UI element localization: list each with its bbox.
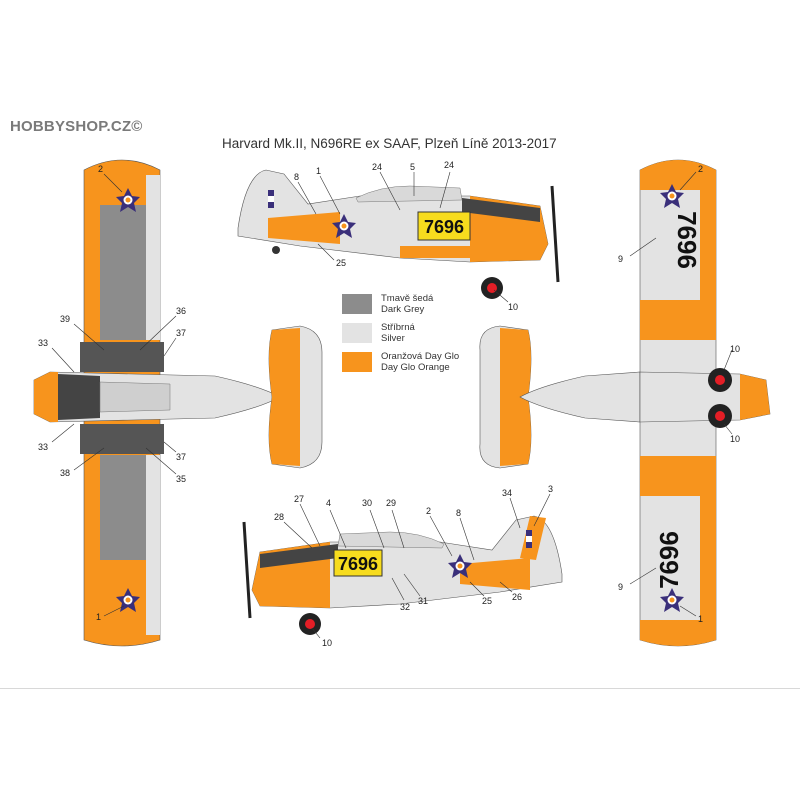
- callout-27: 27: [294, 494, 304, 504]
- callout-30: 30: [362, 498, 372, 508]
- legend-label-en: Dark Grey: [381, 304, 425, 315]
- wing-code-top: 7696: [672, 211, 702, 269]
- callout-25: 25: [336, 258, 346, 268]
- callout-8: 8: [294, 172, 299, 182]
- callout-35: 35: [176, 474, 186, 484]
- callout-39: 39: [60, 314, 70, 324]
- callout-1: 1: [698, 614, 703, 624]
- callout-36: 36: [176, 306, 186, 316]
- callout-9: 9: [618, 254, 623, 264]
- legend-label-cz: Oranžová Day Glo: [381, 351, 460, 362]
- callout-24: 24: [372, 162, 382, 172]
- legend-label-en: Silver: [381, 333, 405, 344]
- callout-33: 33: [38, 442, 48, 452]
- callout-10: 10: [322, 638, 332, 648]
- callout-2: 2: [698, 164, 703, 174]
- legend-swatch: [342, 294, 372, 314]
- callout-1: 1: [96, 612, 101, 622]
- side-view-right: 7696 27 28 4 30 29 2 8 3: [242, 484, 563, 648]
- callout-3: 3: [548, 484, 553, 494]
- callout-34: 34: [502, 488, 512, 498]
- callout-28: 28: [274, 512, 284, 522]
- legend-label-en: Day Glo Orange: [381, 362, 450, 373]
- callout-8: 8: [456, 508, 461, 518]
- legend-label-cz: Tmavě šedá: [381, 293, 434, 304]
- callout-26: 26: [512, 592, 522, 602]
- callout-38: 38: [60, 468, 70, 478]
- callout-10: 10: [508, 302, 518, 312]
- fuselage-code: 7696: [338, 554, 378, 574]
- callout-10: 10: [730, 434, 740, 444]
- callout-5: 5: [410, 162, 415, 172]
- callout-2: 2: [98, 164, 103, 174]
- callout-10: 10: [730, 344, 740, 354]
- legend-swatch: [342, 323, 372, 343]
- page-title: Harvard Mk.II, N696RE ex SAAF, Plzeň Lín…: [222, 136, 557, 151]
- callout-29: 29: [386, 498, 396, 508]
- lower-plan-view: 7696 7696 2 9 10 10 9 1: [618, 159, 771, 647]
- callout-33: 33: [38, 338, 48, 348]
- callout-25: 25: [482, 596, 492, 606]
- callout-4: 4: [326, 498, 331, 508]
- side-view-left: 7696 1 8 24 5 24 25 10: [237, 160, 560, 312]
- callout-9: 9: [618, 582, 623, 592]
- callout-2: 2: [426, 506, 431, 516]
- upper-plan-view: 2 39 36 37 33 33 38 35 37 1: [33, 159, 323, 647]
- lower-fuselage-view: [479, 325, 641, 469]
- legend-label-cz: Stříbrná: [381, 322, 415, 333]
- callout-24: 24: [444, 160, 454, 170]
- legend-item-orange: Oranžová Day Glo Day Glo Orange: [342, 350, 459, 374]
- callout-37: 37: [176, 452, 186, 462]
- callout-37: 37: [176, 328, 186, 338]
- callout-32: 32: [400, 602, 410, 612]
- legend-swatch: [342, 352, 372, 372]
- legend-item-dark-grey: Tmavě šedá Dark Grey: [342, 292, 459, 316]
- wing-code-bottom: 7696: [654, 531, 684, 589]
- brand-logo-text: HOBBYSHOP.CZ©: [10, 118, 143, 135]
- bottom-divider: [0, 688, 800, 689]
- fuselage-code: 7696: [424, 217, 464, 237]
- callout-1: 1: [316, 166, 321, 176]
- callout-31: 31: [418, 596, 428, 606]
- legend-item-silver: Stříbrná Silver: [342, 321, 459, 345]
- color-legend: Tmavě šedá Dark Grey Stříbrná Silver Ora…: [342, 292, 459, 379]
